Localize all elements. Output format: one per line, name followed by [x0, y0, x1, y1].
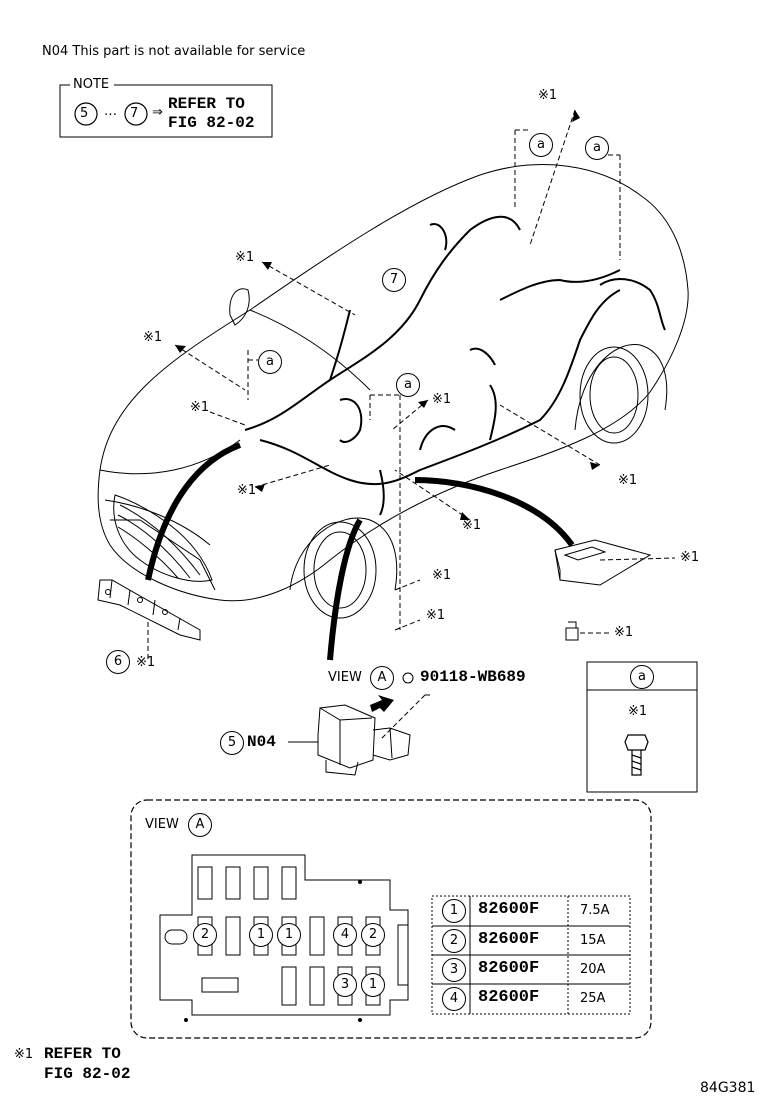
fuse-box-marks — [184, 880, 362, 1022]
fuse-row-amp: 7.5A — [580, 903, 610, 918]
view-bolt-symbol — [402, 672, 414, 684]
label-a: a — [396, 373, 420, 397]
callout-mark: ※1 — [614, 625, 634, 640]
small-bolt — [565, 621, 579, 641]
note-circle-start — [74, 102, 98, 126]
callout-mark: ※1 — [618, 473, 638, 488]
fuse-slot-number: 1 — [361, 973, 385, 997]
fuse-row-part: 82600F — [478, 988, 540, 1007]
switch-panel — [554, 539, 652, 586]
note-ellipsis: … — [104, 104, 117, 119]
dashed-lines — [147, 109, 676, 741]
footnote-line1: REFER TO — [44, 1045, 121, 1063]
inset-bolt — [624, 734, 649, 776]
car-body — [97, 164, 689, 619]
fuse-slot-number: 1 — [277, 923, 301, 947]
note-box — [59, 84, 273, 138]
callout-mark: ※1 — [426, 608, 446, 623]
relay-arrow — [370, 695, 394, 712]
top-note: N04 This part is not available for servi… — [42, 44, 306, 59]
callout-mark: ※1 — [237, 483, 257, 498]
fuse-row-number: 1 — [442, 899, 466, 923]
label-a: a — [258, 350, 282, 374]
view-label: VIEW — [328, 670, 362, 685]
fuse-row-number: 4 — [442, 987, 466, 1011]
fuse-table-row: 3 82600F 20A — [434, 956, 630, 984]
callout-mark: ※1 — [432, 392, 452, 407]
callout-mark: ※1 — [143, 330, 163, 345]
relay-code: N04 — [247, 733, 276, 751]
footnote-line2: FIG 82-02 — [44, 1065, 131, 1083]
fuse-row-amp: 25A — [580, 991, 606, 1006]
fuse-slot-number: 2 — [193, 923, 217, 947]
bracket-number: 6 — [106, 650, 130, 674]
callout-arrowheads — [175, 110, 600, 520]
fuse-slot-number: 3 — [333, 973, 357, 997]
fuse-row-part: 82600F — [478, 900, 540, 919]
inset-letter: a — [630, 665, 654, 689]
fuse-row-part: 82600F — [478, 959, 540, 978]
label-a: a — [529, 133, 553, 157]
fuse-table-row: 4 82600F 25A — [434, 985, 630, 1013]
fuse-slot-number: 4 — [333, 923, 357, 947]
callout-mark: ※1 — [190, 400, 210, 415]
fuse-row-number: 2 — [442, 929, 466, 953]
note-range-end: 7 — [130, 106, 139, 121]
fuse-slot-number: 2 — [361, 923, 385, 947]
view-letter: A — [370, 666, 394, 690]
callout-mark: ※1 — [432, 568, 452, 583]
inset-mark: ※1 — [628, 704, 648, 719]
fuse-slot-number: 1 — [249, 923, 273, 947]
figure-code: 84G381 — [700, 1080, 756, 1096]
callout-mark: ※1 — [462, 518, 482, 533]
fuse-table-row: 1 82600F 7.5A — [434, 897, 630, 925]
fuse-row-part: 82600F — [478, 930, 540, 949]
fuse-view-letter: A — [188, 813, 212, 837]
callout-mark: ※1 — [136, 655, 156, 670]
note-range-start: 5 — [80, 106, 89, 121]
note-title: NOTE — [71, 77, 112, 92]
fuse-view-frame — [130, 799, 652, 1039]
fuse-table-grid — [431, 895, 631, 1015]
leader-curves — [145, 442, 575, 661]
note-arrow: ⇒ — [152, 105, 163, 120]
wire-harness — [244, 215, 666, 516]
note-circle-end — [124, 102, 148, 126]
bracket-part — [97, 579, 201, 641]
relay-connector — [317, 704, 411, 776]
note-refer-line2: FIG 82-02 — [168, 114, 255, 132]
inset-box — [586, 661, 698, 793]
label-a: a — [585, 136, 609, 160]
fuse-row-number: 3 — [442, 958, 466, 982]
harness-number: 7 — [382, 268, 406, 292]
fuse-table-row: 2 82600F 15A — [434, 927, 630, 955]
callout-mark: ※1 — [680, 550, 700, 565]
note-refer-line1: REFER TO — [168, 95, 245, 113]
fuse-row-amp: 20A — [580, 962, 606, 977]
bolt-part-number: 90118-WB689 — [420, 668, 526, 686]
fuse-row-amp: 15A — [580, 933, 606, 948]
relay-number: 5 — [220, 731, 244, 755]
fuse-view-label: VIEW — [145, 817, 179, 832]
callout-mark: ※1 — [235, 250, 255, 265]
footnote-mark: ※1 — [14, 1047, 34, 1062]
callout-mark: ※1 — [538, 88, 558, 103]
